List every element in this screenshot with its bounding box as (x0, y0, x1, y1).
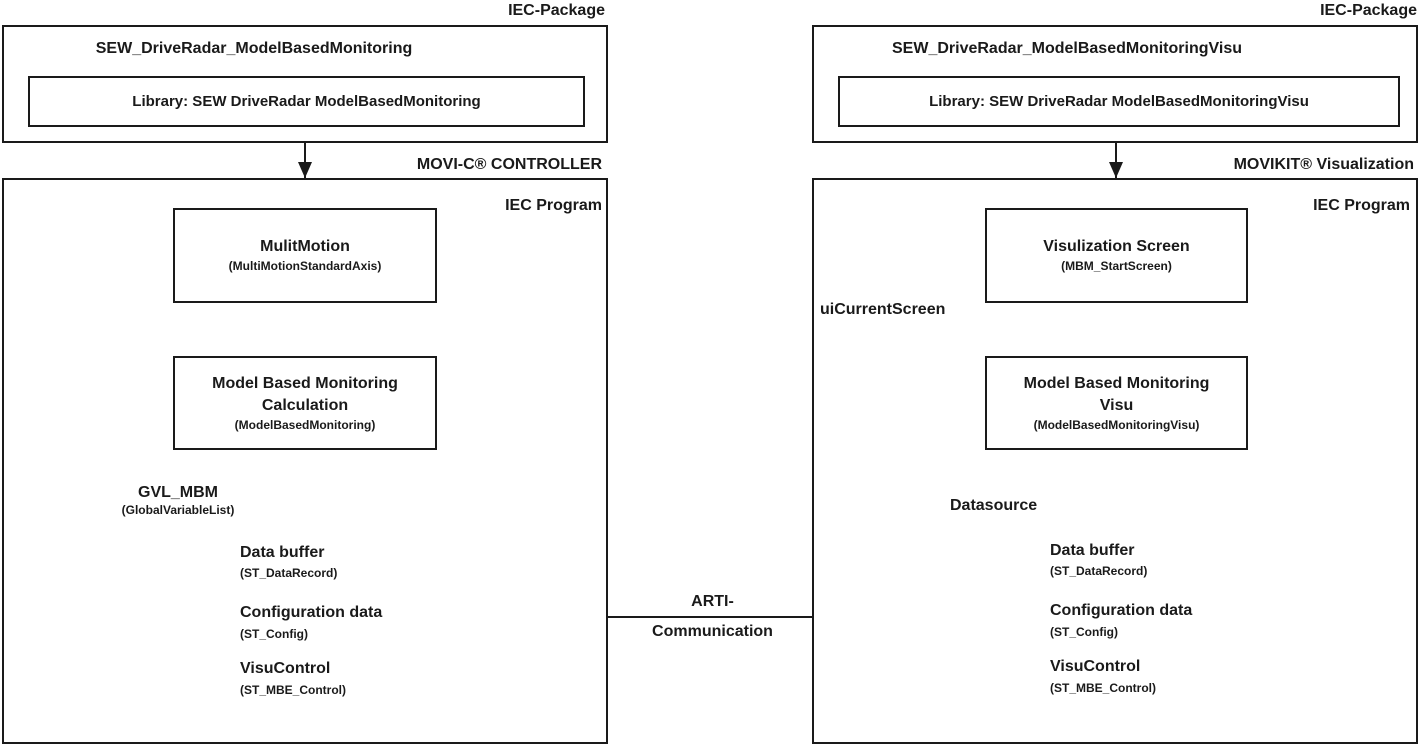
arti-label-line2: Communication (652, 623, 773, 640)
right-datastore-item-subtitle: (ST_Config) (1050, 625, 1118, 639)
gvl-label: GVL_MBM (GlobalVariableList) (103, 483, 253, 518)
left-program-label: IEC Program (505, 197, 602, 214)
ui-current-screen-label: uiCurrentScreen (820, 301, 946, 318)
mbm-visu-subtitle: (ModelBasedMonitoringVisu) (1033, 417, 1200, 432)
calculation-node: Model Based Monitoring Calculation (Mode… (173, 356, 437, 450)
mbm-visu-line1: Model Based Monitoring (1023, 374, 1210, 392)
left-platform-label: MOVI-C® CONTROLLER (416, 156, 602, 173)
right-program-label: IEC Program (1313, 197, 1410, 214)
multimotion-title: MulitMotion (260, 238, 350, 255)
multimotion-subtitle: (MultiMotionStandardAxis) (228, 259, 382, 273)
mbm-visu-line2: Visu (1099, 396, 1134, 414)
left-package-box: SEW_DriveRadar_ModelBasedMonitoring Libr… (2, 25, 608, 143)
right-datastore-item-subtitle: (ST_DataRecord) (1050, 564, 1148, 578)
calculation-line2: Calculation (261, 396, 349, 414)
visu-screen-subtitle: (MBM_StartScreen) (1061, 259, 1172, 273)
right-iec-package-label: IEC-Package (1320, 2, 1417, 19)
right-library-label: Library: SEW DriveRadar ModelBasedMonito… (929, 92, 1309, 110)
left-datastore-item-subtitle: (ST_MBE_Control) (240, 683, 346, 697)
right-package-title: SEW_DriveRadar_ModelBasedMonitoringVisu (892, 40, 1242, 57)
datasource-label: Datasource (950, 497, 1038, 514)
left-datastore-item-subtitle: (ST_Config) (240, 627, 308, 641)
left-datastore-item-subtitle: (ST_DataRecord) (240, 566, 338, 580)
right-package-box: SEW_DriveRadar_ModelBasedMonitoringVisu … (812, 25, 1418, 143)
visu-screen-title: Visulization Screen (1043, 238, 1190, 255)
calculation-subtitle: (ModelBasedMonitoring) (234, 417, 376, 432)
left-datastore-item-title: VisuControl (240, 660, 331, 677)
arti-label-line1: ARTI- (691, 593, 734, 610)
right-library-box: Library: SEW DriveRadar ModelBasedMonito… (838, 76, 1400, 127)
left-library-box: Library: SEW DriveRadar ModelBasedMonito… (28, 76, 585, 127)
right-datastore-item-title: VisuControl (1050, 658, 1141, 675)
right-datastore-item-title: Data buffer (1050, 542, 1135, 559)
left-library-label: Library: SEW DriveRadar ModelBasedMonito… (132, 92, 481, 110)
left-datastore-item-title: Data buffer (240, 544, 325, 561)
right-platform-label: MOVIKIT® Visualization (1233, 156, 1414, 173)
left-datastore-item-title: Configuration data (240, 604, 383, 621)
right-container (812, 178, 1418, 744)
right-datastore-item-subtitle: (ST_MBE_Control) (1050, 681, 1156, 695)
left-iec-package-label: IEC-Package (508, 2, 605, 19)
gvl-subtitle: (GlobalVariableList) (121, 503, 235, 517)
calculation-line1: Model Based Monitoring (212, 374, 398, 392)
right-datastore-item-title: Configuration data (1050, 602, 1193, 619)
mbm-visu-node: Model Based Monitoring Visu (ModelBasedM… (985, 356, 1248, 450)
multimotion-node: MulitMotion (MultiMotionStandardAxis) (173, 208, 437, 303)
left-package-title: SEW_DriveRadar_ModelBasedMonitoring (95, 40, 413, 57)
visu-screen-node: Visulization Screen (MBM_StartScreen) (985, 208, 1248, 303)
gvl-title: GVL_MBM (138, 484, 218, 501)
